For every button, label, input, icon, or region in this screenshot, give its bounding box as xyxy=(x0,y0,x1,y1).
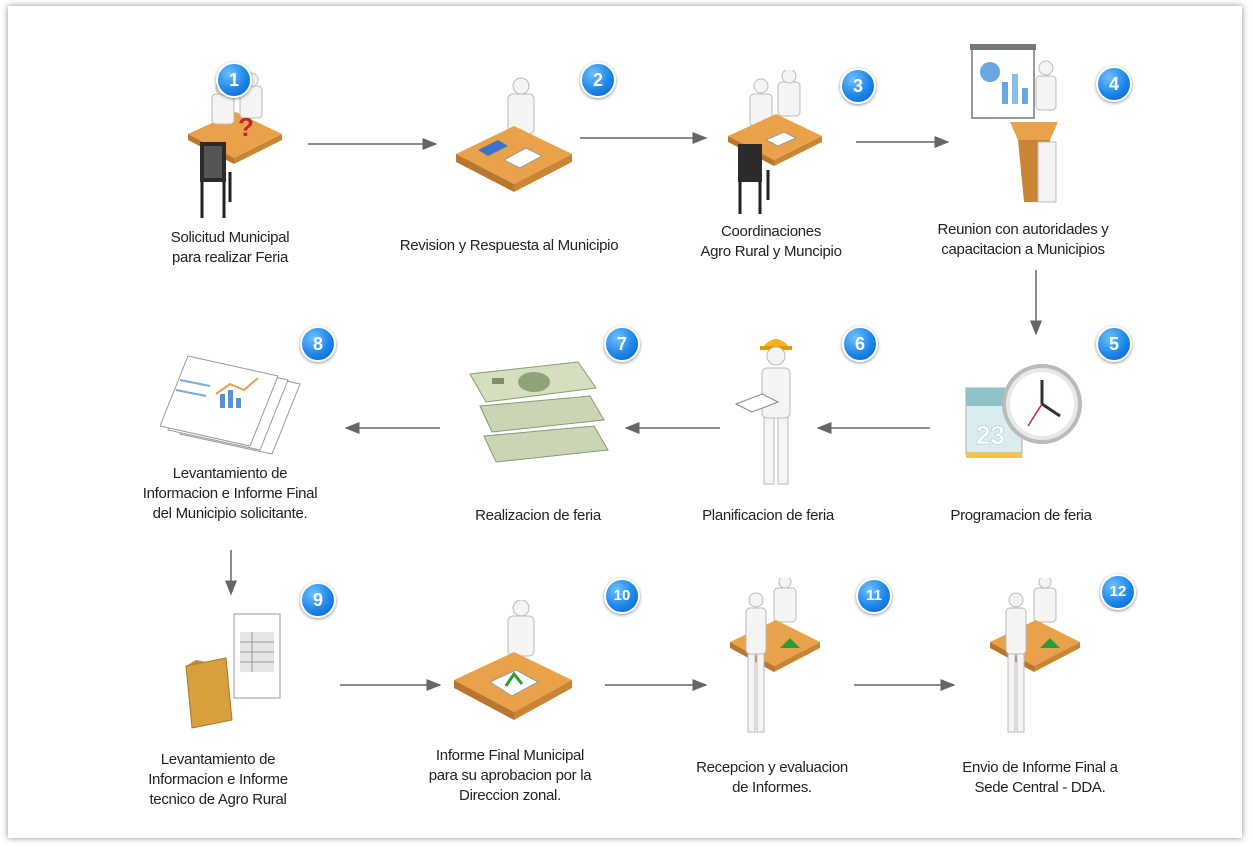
presentation-illustration xyxy=(970,44,1058,203)
step-10-badge: 10 xyxy=(604,578,640,614)
planner-worker-illustration xyxy=(734,339,792,485)
step-8-badge: 8 xyxy=(300,326,336,362)
step-12-line-2: Sede Central - DDA. xyxy=(974,779,1106,796)
step-9-line-1: Levantamiento de xyxy=(160,751,276,768)
step-12-line-1: Envio de Informe Final a xyxy=(962,759,1118,776)
step-2-line-1: Revision y Respuesta al Municipio xyxy=(399,237,619,254)
step-4-label: Reunion con autoridades y capacitacion a… xyxy=(918,220,1128,260)
step-7-badge: 7 xyxy=(604,326,640,362)
coordination-desk-illustration xyxy=(728,70,822,214)
step-10-line-2: para su aprobacion por la xyxy=(428,767,592,784)
step-11-badge: 11 xyxy=(856,578,892,614)
svg-text:?: ? xyxy=(238,112,254,142)
step-3-line-2: Agro Rural y Muncipio xyxy=(700,243,842,260)
step-3-line-1: Coordinaciones xyxy=(720,223,822,240)
calendar-day: 23 xyxy=(976,420,1005,450)
step-10-line-3: Direccion zonal. xyxy=(459,787,561,804)
step-11-label: Recepcion y evaluacion de Informes. xyxy=(680,758,864,798)
step-9-line-2: Informacion e Informe xyxy=(148,771,288,788)
step-11-line-2: de Informes. xyxy=(732,779,812,796)
folder-spreadsheet-illustration xyxy=(185,613,281,729)
review-desk-illustration xyxy=(456,77,572,192)
step-9-badge: 9 xyxy=(300,582,336,618)
step-4-line-2: capacitacion a Municipios xyxy=(941,241,1105,258)
step-7-line-1: Realizacion de feria xyxy=(475,507,601,524)
step-10-label: Informe Final Municipal para su aprobaci… xyxy=(410,746,610,806)
step-1-line-1: Solicitud Municipal xyxy=(170,229,290,246)
step-11-line-1: Recepcion y evaluacion xyxy=(696,759,848,776)
step-1-label: Solicitud Municipal para realizar Feria xyxy=(140,228,320,268)
step-5-line-1: Programacion de feria xyxy=(950,507,1092,524)
step-8-line-3: del Municipio solicitante. xyxy=(152,505,308,522)
request-desk-illustration: ? xyxy=(188,72,282,218)
step-2-badge: 2 xyxy=(580,62,616,98)
step-1-badge: 1 xyxy=(216,62,252,98)
step-8-label: Levantamiento de Informacion e Informe F… xyxy=(120,464,340,524)
step-3-label: Coordinaciones Agro Rural y Muncipio xyxy=(682,222,860,262)
step-6-label: Planificacion de feria xyxy=(684,506,852,526)
step-7-label: Realizacion de feria xyxy=(456,506,620,526)
step-9-line-3: tecnico de Agro Rural xyxy=(149,791,287,808)
step-4-line-1: Reunion con autoridades y xyxy=(937,221,1109,238)
step-5-label: Programacion de feria xyxy=(930,506,1112,526)
report-documents-illustration xyxy=(160,355,301,455)
step-8-line-2: Informacion e Informe Final xyxy=(142,485,318,502)
step-1-line-2: para realizar Feria xyxy=(171,249,288,266)
step-4-badge: 4 xyxy=(1096,66,1132,102)
money-stack-illustration xyxy=(469,361,609,463)
calendar-clock-illustration: 23 xyxy=(965,364,1082,458)
approval-desk-illustration xyxy=(454,600,572,720)
step-8-line-1: Levantamiento de xyxy=(172,465,288,482)
step-12-badge: 12 xyxy=(1100,574,1136,610)
step-5-badge: 5 xyxy=(1096,326,1132,362)
step-6-line-1: Planificacion de feria xyxy=(702,507,834,524)
step-12-label: Envio de Informe Final a Sede Central - … xyxy=(942,758,1138,798)
step-6-badge: 6 xyxy=(842,326,878,362)
step-10-line-1: Informe Final Municipal xyxy=(435,747,585,764)
reception-desk-illustration xyxy=(730,578,820,733)
step-9-label: Levantamiento de Informacion e Informe t… xyxy=(126,750,310,810)
step-2-label: Revision y Respuesta al Municipio xyxy=(378,236,640,256)
submission-desk-illustration xyxy=(990,578,1080,733)
step-3-badge: 3 xyxy=(840,68,876,104)
